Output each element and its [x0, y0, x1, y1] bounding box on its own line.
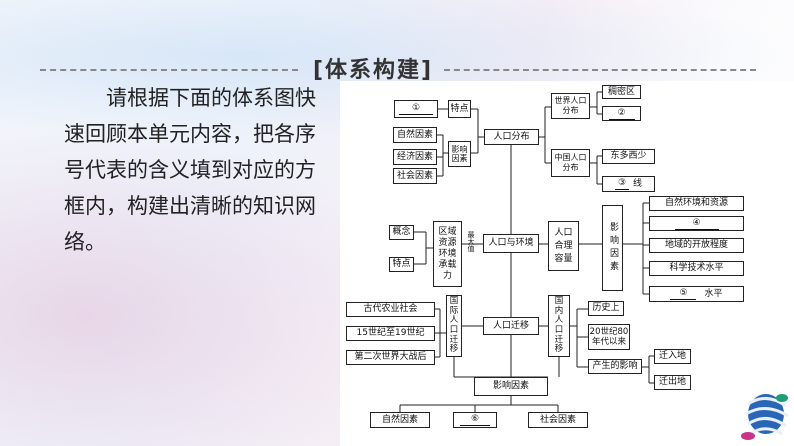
economic-factors-box: 经济因素 [393, 149, 437, 165]
diagram-connectors [399, 91, 654, 412]
influence-factors-box-3: 影响因素 [474, 377, 548, 396]
post-wwii-box: 第二次世界大战后 [346, 350, 435, 365]
max-value-label: 最大值 [467, 231, 475, 252]
dense-area-box: 稠密区 [602, 85, 641, 99]
natural-factors-box: 自然因素 [393, 127, 437, 143]
social-factors-box-3: 社会因素 [528, 412, 588, 428]
blank-box-2: ② [602, 106, 641, 121]
influence-factors-box-2: 影响因素 [602, 205, 623, 291]
international-migration-box: 国际人口迁移 [446, 295, 462, 357]
china-distribution-box: 中国人口分布 [551, 149, 590, 177]
world-distribution-box: 世界人口分布 [551, 93, 590, 119]
intro-line: 请根据下面的体系图快 [106, 86, 316, 110]
domestic-migration-box: 国内人口迁移 [548, 295, 570, 357]
section-title: [体系构建] [312, 58, 434, 83]
carrying-capacity-box: 区域资源环境承载力 [433, 221, 462, 287]
population-environment-box: 人口与环境 [483, 234, 539, 253]
east-more-west-less-box: 东多西少 [602, 149, 655, 164]
blank-box-6: ⑥ [453, 412, 497, 428]
reasonable-capacity-box: 人口合理容量 [548, 221, 579, 271]
natural-factors-box-3: 自然因素 [370, 412, 430, 428]
intro-text: 请根据下面的体系图快 速回顾本单元内容，把各序 号代表的含义填到对应的方 框内，… [64, 80, 339, 260]
historically-box: 历史上 [588, 301, 624, 316]
openness-box: 地域的开放程度 [649, 238, 744, 253]
15th-19th-century-box: 15世纪至19世纪 [346, 326, 435, 341]
concept-diagram: ① 特点 自然因素 经济因素 社会因素 影响因素 人口分布 世界人口分布 稠密区… [340, 81, 794, 446]
characteristics-box: 特点 [448, 100, 471, 118]
header-dashed-line-right [444, 69, 756, 71]
intro-line: 号代表的含义填到对应的方 [64, 158, 316, 182]
characteristics-box-2: 特点 [389, 257, 414, 272]
emigration-place-box: 迁出地 [654, 375, 691, 390]
intro-line: 框内，构建出清晰的知识网 [64, 194, 316, 218]
since-1980s-box: 20世纪80年代以来 [588, 324, 630, 350]
intro-line: 速回顾本单元内容，把各序 [64, 122, 316, 146]
concept-box: 概念 [389, 225, 414, 240]
header-dashed-line-left [40, 69, 298, 71]
natural-environment-resources-box: 自然环境和资源 [649, 196, 744, 211]
population-migration-box: 人口迁移 [483, 317, 539, 335]
immigration-place-box: 迁入地 [654, 349, 691, 364]
publisher-logo-icon [741, 394, 789, 440]
blank-box-4: ④ [649, 216, 744, 231]
influence-factors-box-1: 影响因素 [448, 141, 471, 167]
social-factors-box: 社会因素 [393, 168, 437, 184]
population-distribution-box: 人口分布 [484, 129, 539, 145]
ancient-agricultural-box: 古代农业社会 [346, 302, 435, 317]
impacts-box: 产生的影响 [588, 359, 642, 374]
blank-box-1: ① [394, 100, 438, 118]
intro-line: 络。 [64, 230, 106, 254]
science-tech-box: 科学技术水平 [649, 261, 744, 276]
